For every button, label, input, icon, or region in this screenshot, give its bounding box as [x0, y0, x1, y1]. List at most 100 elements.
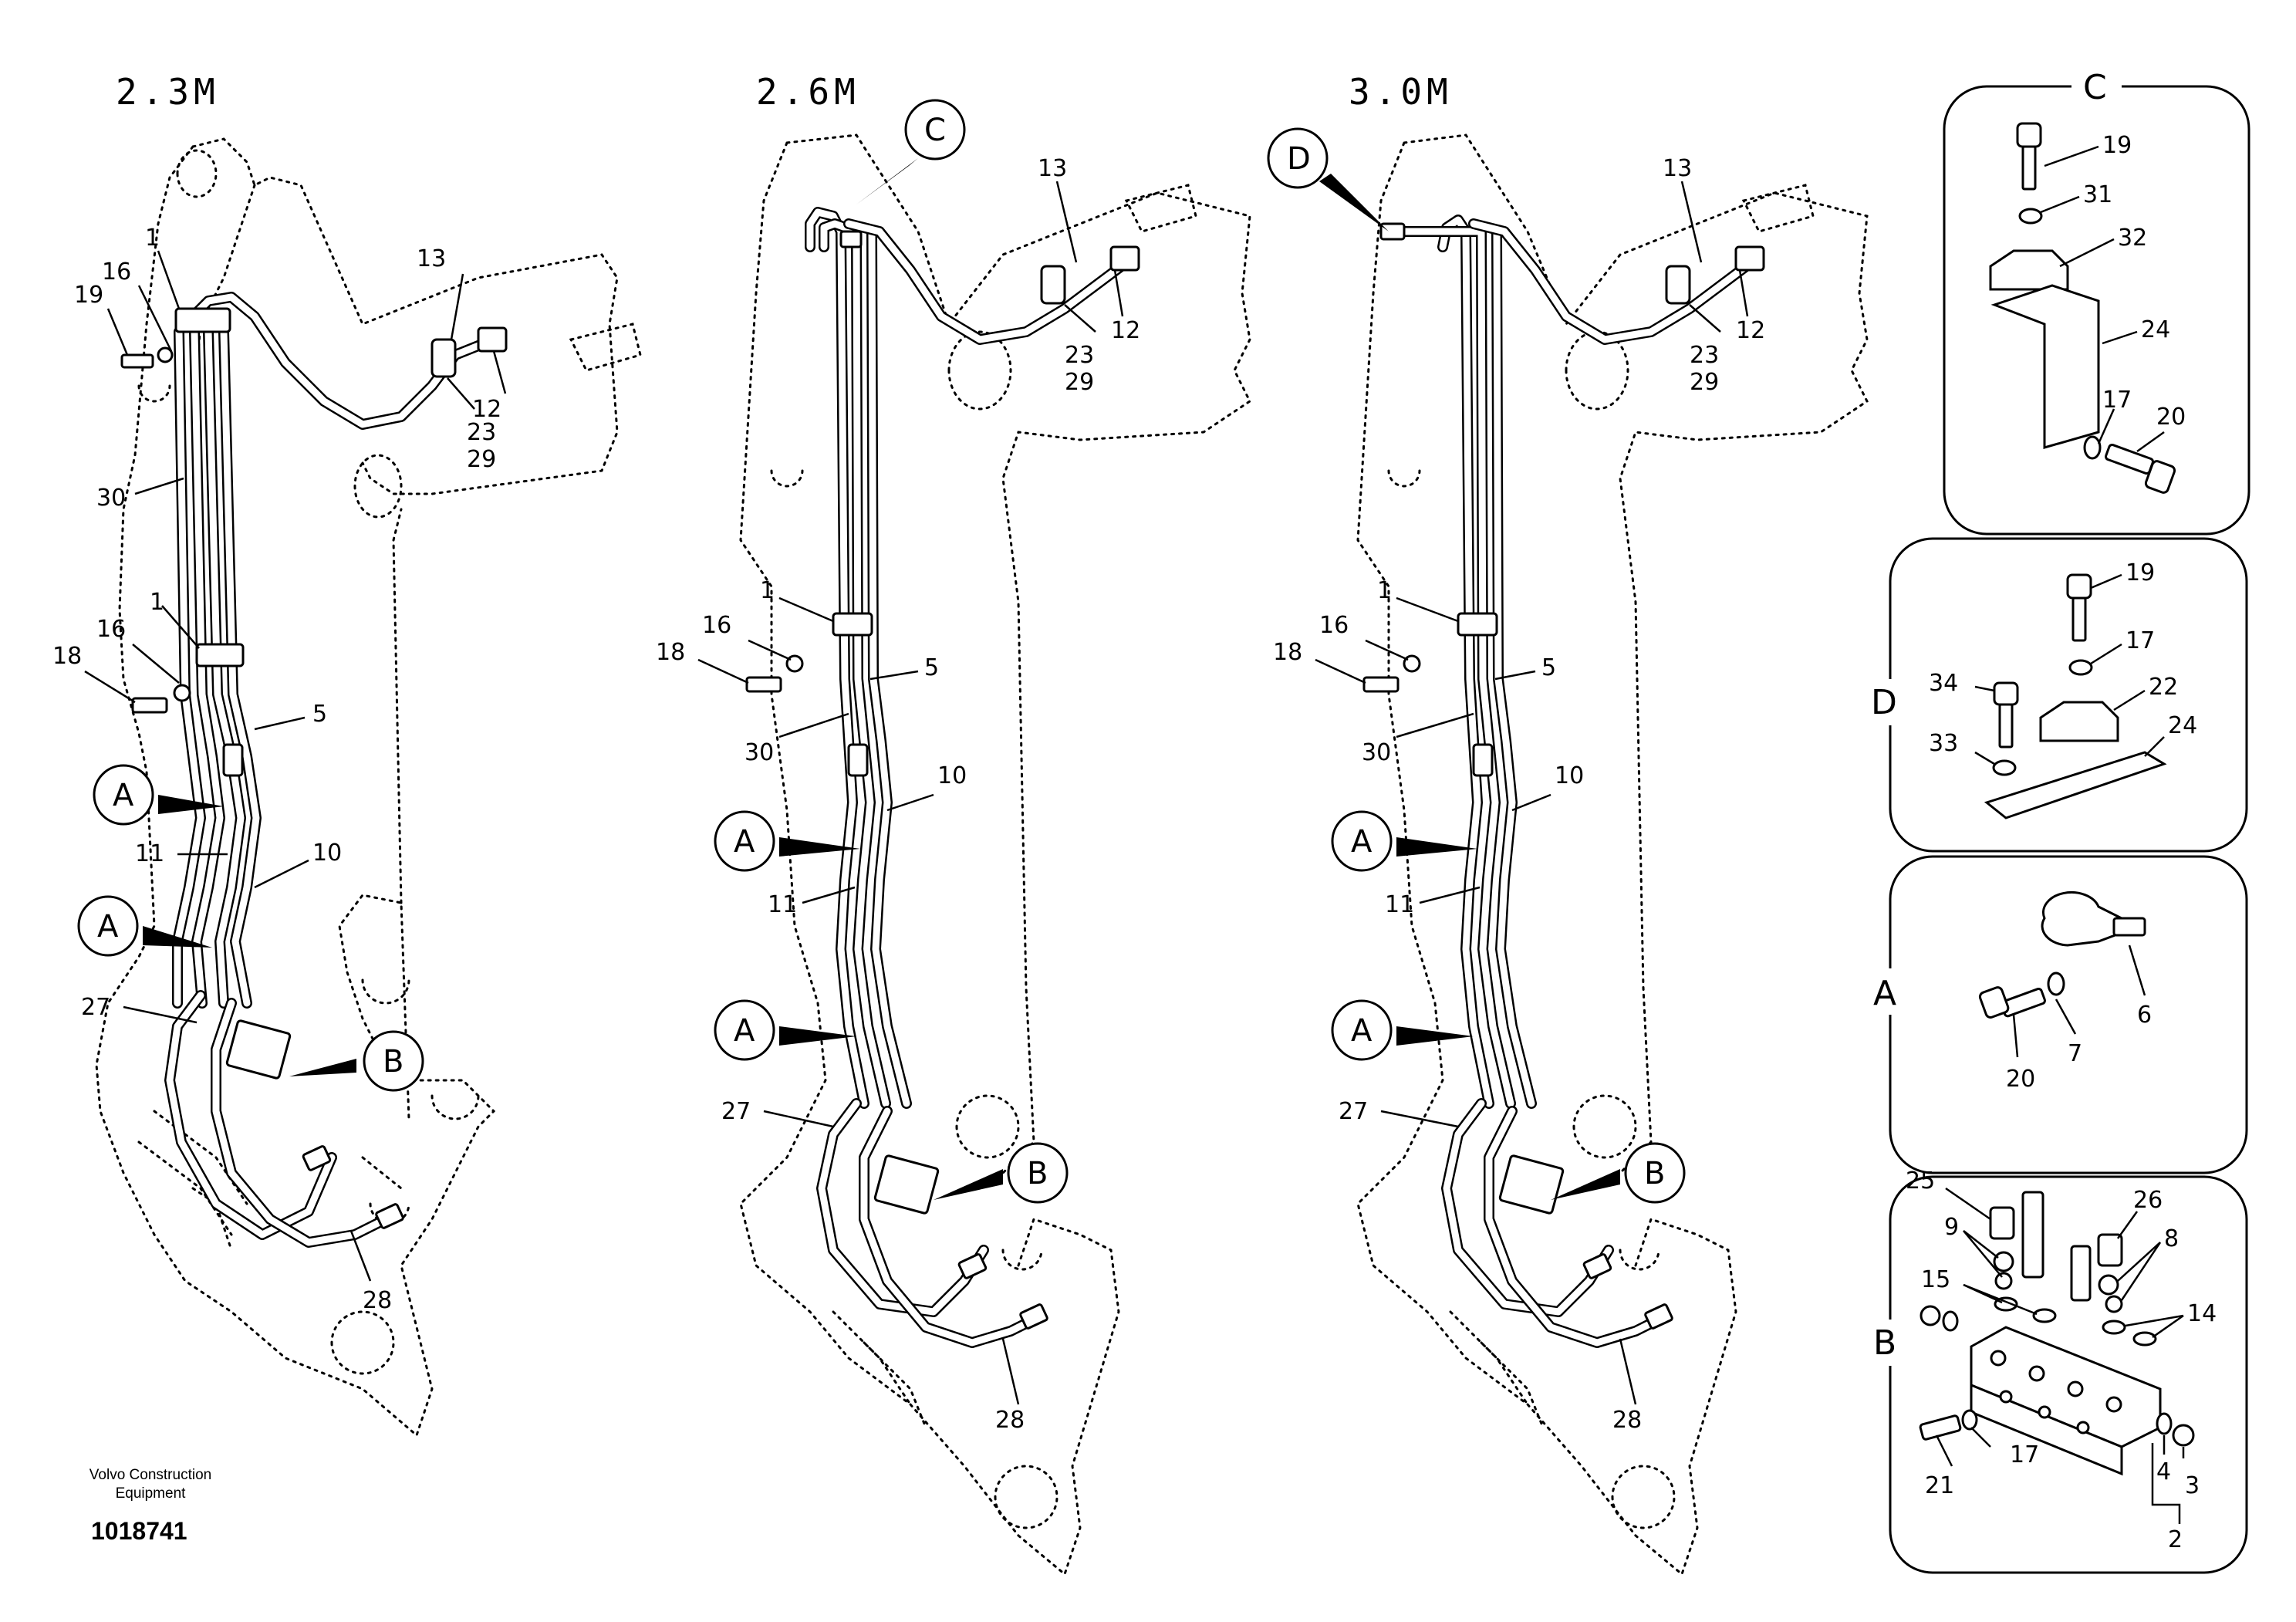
label-5: 5: [924, 654, 939, 681]
svg-text:C: C: [924, 113, 946, 148]
label-27: 27: [1339, 1098, 1368, 1125]
label-19: 19: [74, 282, 103, 309]
callout-A[interactable]: A: [714, 999, 856, 1061]
label-10: 10: [937, 762, 967, 789]
callout-A[interactable]: A: [1331, 810, 1477, 872]
clamp-32: [1989, 249, 2069, 291]
label-15: 15: [1921, 1266, 1950, 1293]
svg-text:A: A: [1351, 1013, 1373, 1049]
fitting-8: [2098, 1274, 2119, 1296]
label-1: 1: [1377, 577, 1392, 604]
callout-D[interactable]: D: [1267, 127, 1389, 231]
boom-outline: [1356, 133, 1869, 1576]
washer-33: [1992, 759, 2017, 776]
plug-26: [2097, 1233, 2123, 1267]
label-29: 29: [467, 446, 496, 473]
callout-B[interactable]: B: [1551, 1142, 1686, 1204]
detail-d: D 19 17 34 22 33 24: [1867, 537, 2248, 853]
detail-title: B: [1873, 1323, 1896, 1363]
manifold-block: [1498, 1154, 1565, 1215]
seal-14: [2102, 1320, 2126, 1335]
callout-B[interactable]: B: [289, 1030, 424, 1092]
label-23: 23: [1065, 342, 1094, 369]
view-2-3m: 2.3M: [52, 71, 642, 1438]
svg-text:B: B: [1644, 1156, 1665, 1191]
clamp-23: [430, 338, 457, 378]
clamp-1: [832, 612, 873, 637]
callout-A[interactable]: A: [93, 764, 224, 826]
label-11: 11: [768, 891, 797, 918]
clamp-22: [2039, 701, 2119, 742]
washer-16: [173, 684, 191, 702]
svg-text:A: A: [734, 1013, 755, 1049]
bolt-21: [1919, 1414, 1962, 1441]
label-21: 21: [1925, 1472, 1954, 1499]
label-30: 30: [745, 739, 774, 766]
label-12: 12: [1736, 317, 1765, 344]
label-22: 22: [2149, 674, 2178, 701]
svg-text:B: B: [383, 1044, 403, 1080]
pin-boss: [1741, 184, 1815, 233]
bolt-18: [745, 676, 782, 693]
boom-outline: [739, 133, 1251, 1576]
view-2-6m: 2.6M: [656, 71, 1251, 1576]
svg-text:A: A: [97, 909, 119, 944]
detail-title: C: [2083, 68, 2107, 107]
washer-17: [2083, 435, 2102, 460]
seal-4: [2156, 1412, 2173, 1435]
svg-text:A: A: [1351, 824, 1373, 860]
detail-title: D: [1871, 683, 1897, 722]
company-name: Volvo Construction Equipment: [89, 1467, 212, 1502]
label-1: 1: [150, 589, 164, 616]
label-18: 18: [1273, 639, 1302, 666]
bolt-19: [2016, 122, 2042, 148]
label-18: 18: [656, 639, 685, 666]
bolt-18: [131, 697, 168, 714]
bolt-19: [2066, 573, 2092, 600]
label-10: 10: [1555, 762, 1584, 789]
label-16: 16: [96, 616, 126, 643]
plate-24: [1984, 751, 2167, 819]
callout-A[interactable]: A: [77, 895, 212, 957]
label-23: 23: [467, 419, 496, 446]
svg-text:D: D: [1287, 141, 1311, 177]
label-28: 28: [363, 1287, 392, 1314]
label-5: 5: [1541, 654, 1556, 681]
plug-25: [1989, 1206, 2015, 1240]
manifold-block: [225, 1019, 292, 1080]
footer: Volvo Construction Equipment 1018741: [89, 1467, 212, 1545]
fitting-12: [477, 326, 508, 353]
label-6: 6: [2137, 1002, 2152, 1029]
label-1: 1: [145, 225, 160, 252]
label-4: 4: [2156, 1458, 2171, 1485]
doc-number: 1018741: [91, 1517, 187, 1545]
callout-C[interactable]: C: [856, 99, 966, 204]
label-8: 8: [2164, 1225, 2179, 1252]
view-title: 2.6M: [756, 71, 860, 113]
leaders: [697, 181, 1124, 1405]
label-27: 27: [721, 1098, 751, 1125]
callout-B[interactable]: B: [934, 1142, 1069, 1204]
label-28: 28: [995, 1407, 1025, 1434]
label-7: 7: [2068, 1040, 2082, 1067]
clamp-1-top: [174, 307, 231, 333]
clamp-6: [2041, 890, 2132, 947]
view-title: 3.0M: [1349, 71, 1453, 113]
label-13: 13: [1038, 155, 1067, 182]
washer-17: [2068, 659, 2093, 676]
callout-A[interactable]: A: [714, 810, 860, 872]
pin-boss: [1124, 184, 1197, 233]
label-19: 19: [2125, 559, 2155, 586]
label-13: 13: [1663, 155, 1692, 182]
label-18: 18: [52, 643, 82, 670]
label-32: 32: [2118, 225, 2147, 252]
label-29: 29: [1690, 369, 1719, 396]
detail-c: C 19 31 32 24 17 20: [1943, 68, 2250, 536]
label-11: 11: [135, 840, 164, 867]
bolt-18: [1362, 676, 1400, 693]
label-19: 19: [2102, 132, 2132, 159]
callout-A[interactable]: A: [1331, 999, 1474, 1061]
label-30: 30: [96, 485, 126, 512]
label-16: 16: [1319, 612, 1349, 639]
